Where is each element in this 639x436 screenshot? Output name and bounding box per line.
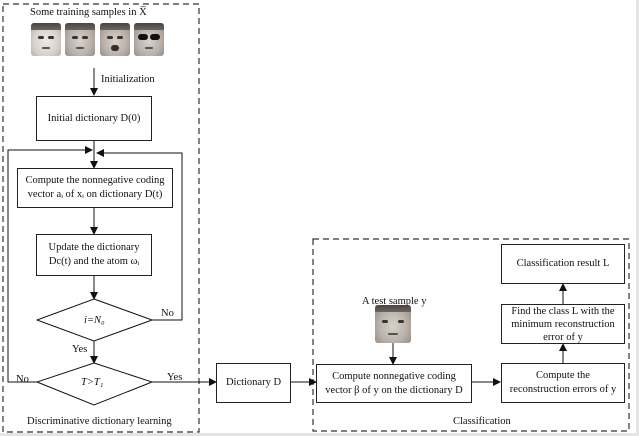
training-section-title: Discriminative dictionary learning — [27, 416, 172, 427]
yes-label-inner: Yes — [72, 344, 88, 355]
training-face-4 — [134, 23, 164, 56]
update-line1: Update the dictionary — [48, 242, 140, 253]
compute-coding-line2: vector aᵢ of xᵢ on dictionary D(t) — [27, 189, 163, 200]
compute-coding-line1: Compute the nonnegative coding — [25, 175, 165, 186]
classification-result-box: Classification result L — [501, 244, 625, 284]
decision-inner-text: i=N₀ — [84, 315, 105, 326]
test-sample-face — [375, 305, 411, 343]
compute-beta-line2: vector β of y on the dictionary D — [325, 384, 463, 396]
no-label-outer: No — [16, 374, 29, 385]
training-face-1 — [31, 23, 61, 56]
initial-dictionary-text: Initial dictionary D(0) — [47, 112, 141, 124]
decision-diamond-outer — [35, 362, 154, 406]
find-line2: minimum reconstruction — [511, 318, 615, 330]
frame-edge-bottom — [0, 433, 639, 436]
find-class-box: Find the class L with the minimum recons… — [501, 304, 625, 344]
compute-beta-box: Compute nonnegative coding vector β of y… — [316, 364, 472, 403]
dictionary-text: Dictionary D — [225, 377, 282, 388]
reconstruction-errors-box: Compute the reconstruction errors of y — [501, 363, 625, 403]
classification-group-border — [312, 238, 630, 432]
recon-line1: Compute the — [536, 370, 590, 381]
compute-beta-line1: Compute nonnegative coding — [332, 370, 456, 382]
training-face-3 — [100, 23, 130, 56]
loop-inner — [96, 149, 183, 321]
training-group-border — [2, 3, 200, 433]
frame-edge-right — [636, 0, 639, 436]
decision-outer-text: T>T₁ — [81, 377, 104, 388]
no-label-inner: No — [161, 308, 174, 319]
dictionary-box: Dictionary D — [216, 363, 291, 403]
compute-coding-box: Compute the nonnegative coding vector aᵢ… — [17, 168, 173, 208]
update-line2: Dc(t) and the atom ωᵢ — [48, 256, 140, 267]
update-dictionary-box: Update the dictionary Dc(t) and the atom… — [36, 234, 152, 276]
training-face-2 — [65, 23, 95, 56]
initialization-label: Initialization — [101, 74, 155, 85]
test-sample-caption: A test sample y — [362, 296, 427, 307]
training-samples-caption: Some training samples in X̅ — [30, 7, 147, 18]
find-line3: error of y — [543, 331, 583, 343]
find-line1: Find the class L with the — [511, 305, 615, 317]
classification-section-title: Classification — [453, 416, 511, 427]
yes-label-outer: Yes — [167, 372, 183, 383]
initial-dictionary-box: Initial dictionary D(0) — [36, 96, 152, 141]
classification-result-text: Classification result L — [516, 258, 610, 269]
loop-outer — [7, 146, 93, 383]
recon-line2: reconstruction errors of y — [509, 384, 617, 395]
